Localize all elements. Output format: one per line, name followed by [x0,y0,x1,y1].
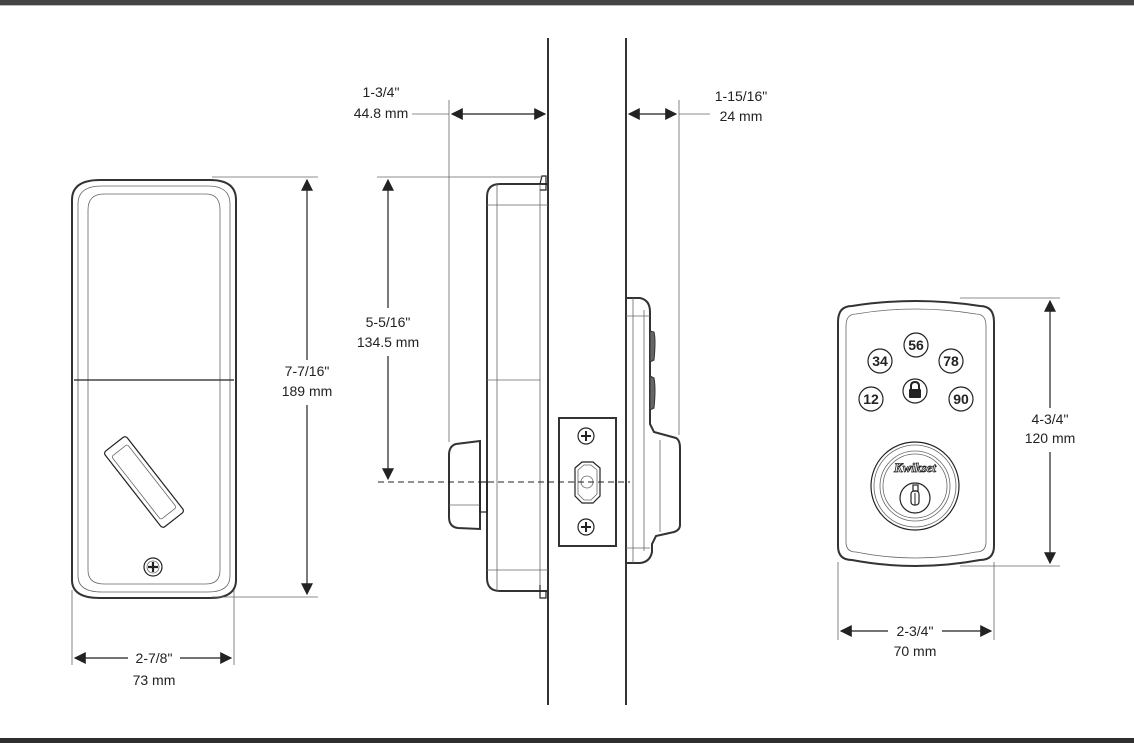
interior-width-in: 2-7/8" [136,650,173,666]
svg-text:34: 34 [872,353,888,369]
exterior-depth-in: 1-15/16" [715,88,767,104]
door-edge [547,38,627,705]
interior-width-mm: 73 mm [133,672,176,688]
interior-unit-side-view [486,175,548,599]
top-frame-bar [0,0,1134,6]
thumbturn [104,436,184,528]
exterior-height-mm: 120 mm [1025,430,1076,446]
interior-unit-front-view [71,179,237,599]
exterior-height-in: 4-3/4" [1032,411,1069,427]
padlock-icon [909,380,921,398]
interior-height-dimension: 7-7/16" 189 mm [212,176,333,598]
keyhole-icon [910,484,920,506]
exterior-height-dimension: 4-3/4" 120 mm [960,297,1076,567]
keypad-button-12[interactable]: 12 [858,386,884,412]
keypad-button-56[interactable]: 56 [903,332,929,358]
strike-plate [558,417,617,547]
lock-button[interactable] [902,378,928,404]
keypad-button-78[interactable]: 78 [938,348,964,374]
keyway-escutcheon: Kwikset [870,441,960,531]
center-height-dimension: 5-5/16" 134.5 mm [357,176,542,481]
bottom-frame-bar [0,738,1134,743]
center-height-mm: 134.5 mm [357,334,419,350]
exterior-keypad-unit: 56 34 78 12 90 [837,300,995,567]
screw-icon [577,518,595,536]
exterior-width-in: 2-3/4" [897,623,934,639]
keypad-button-34[interactable]: 34 [867,348,893,374]
kwikset-logo: Kwikset [893,460,936,475]
svg-text:90: 90 [953,391,969,407]
center-height-in: 5-5/16" [366,314,411,330]
interior-depth-dimension: 1-3/4" 44.8 mm [354,84,547,442]
exterior-depth-dimension: 1-15/16" 24 mm [627,88,767,435]
exterior-depth-mm: 24 mm [720,108,763,124]
interior-depth-in: 1-3/4" [363,84,400,100]
thumbturn-side [448,439,488,531]
svg-text:78: 78 [943,353,959,369]
svg-text:56: 56 [908,337,924,353]
screw-icon [143,557,163,577]
interior-depth-mm: 44.8 mm [354,105,408,121]
keypad-button-90[interactable]: 90 [948,386,974,412]
screw-icon [577,427,595,445]
exterior-width-dimension: 2-3/4" 70 mm [837,562,995,659]
interior-height-in: 7-7/16" [285,363,330,379]
exterior-unit-side-view [626,297,681,564]
svg-text:12: 12 [863,391,879,407]
interior-width-dimension: 2-7/8" 73 mm [71,590,235,688]
exterior-width-mm: 70 mm [894,643,937,659]
interior-height-mm: 189 mm [282,383,333,399]
